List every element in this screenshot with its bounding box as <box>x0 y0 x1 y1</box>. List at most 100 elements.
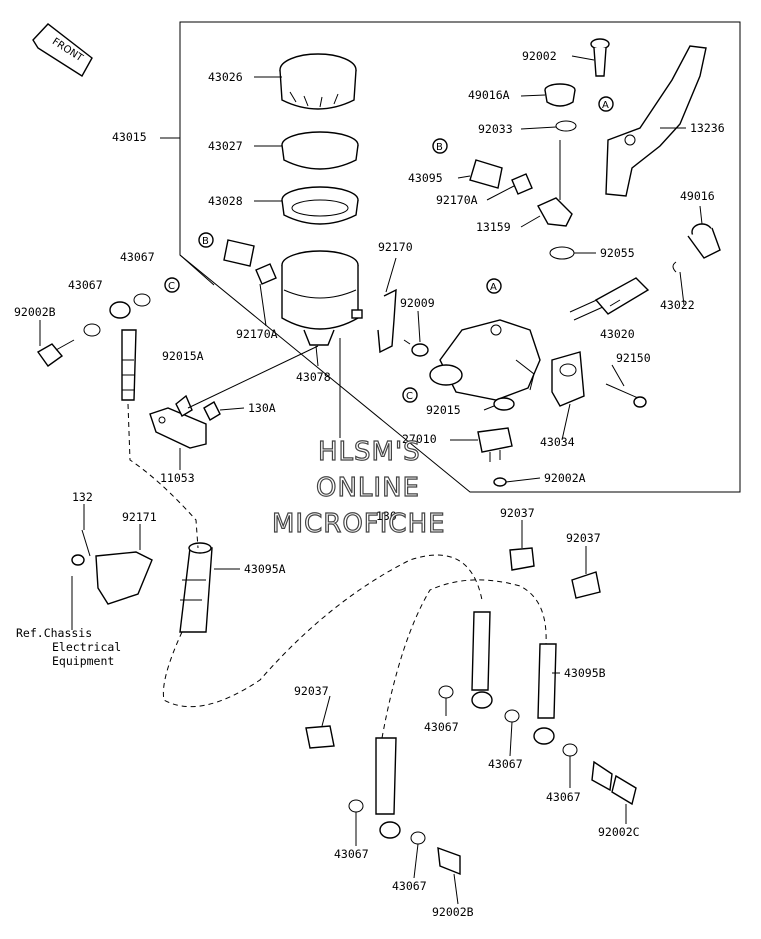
circle-a-upper: A <box>598 96 614 112</box>
mount-plate <box>149 394 221 449</box>
label-92002b-bottom: 92002B <box>432 905 474 919</box>
label-43034: 43034 <box>540 435 575 449</box>
piston-assembly <box>569 277 650 321</box>
label-43022: 43022 <box>660 298 695 312</box>
piston-cup <box>672 223 721 273</box>
hose-banjo-left <box>109 301 137 401</box>
svg-text:C: C <box>168 281 175 292</box>
label-43067-e: 43067 <box>546 790 581 804</box>
hose-route-left <box>127 403 199 549</box>
label-92002b-left: 92002B <box>14 305 56 319</box>
reference-note: Ref.Chassis Electrical Equipment <box>16 626 121 668</box>
clip-92037-c <box>305 725 335 749</box>
label-92009: 92009 <box>400 296 435 310</box>
ref-note-line-2: Electrical <box>52 640 121 654</box>
screw-92002 <box>590 38 610 77</box>
circle-c-left: C <box>164 277 180 293</box>
svg-text:C: C <box>406 391 413 402</box>
washer-43067-f <box>348 799 364 813</box>
hose-43095a <box>179 542 213 633</box>
svg-text:A: A <box>490 282 497 293</box>
assembly-boundary <box>179 21 741 493</box>
screw-92002a <box>493 477 507 487</box>
label-43078: 43078 <box>296 370 331 384</box>
label-130: 130 <box>376 509 397 523</box>
brake-switch <box>477 397 515 462</box>
label-92015: 92015 <box>426 403 461 417</box>
circle-b-upper: B <box>432 138 448 154</box>
hose-upper <box>469 159 533 195</box>
front-arrow-icon: FRONT <box>32 23 93 77</box>
handlebar-clamp <box>551 351 585 407</box>
brake-lever <box>605 45 707 197</box>
hose-lower <box>375 737 401 839</box>
part-labels: 92002 43026 49016A 92033 13236 43015 430… <box>14 49 725 919</box>
label-92171: 92171 <box>122 510 157 524</box>
watermark-line-2: ONLINE <box>316 473 420 503</box>
watermark: HLSM'S ONLINE MICROFICHE <box>271 436 446 539</box>
circle-c-mid: C <box>402 387 418 403</box>
hose-43095b <box>533 643 557 745</box>
circle-b-left: B <box>198 232 214 248</box>
watermark-line-1: HLSM'S <box>318 437 421 467</box>
label-43020: 43020 <box>600 327 635 341</box>
label-13236: 13236 <box>690 121 725 135</box>
svg-text:B: B <box>202 236 209 247</box>
leader-lines <box>39 55 703 905</box>
label-43095a: 43095A <box>244 562 286 576</box>
label-92037-c: 92037 <box>294 684 329 698</box>
label-43015: 43015 <box>112 130 147 144</box>
label-92002: 92002 <box>522 49 557 63</box>
label-92002c: 92002C <box>598 825 640 839</box>
hose-b-left <box>223 239 277 285</box>
label-92037-b: 92037 <box>566 531 601 545</box>
label-92150: 92150 <box>616 351 651 365</box>
circlip-92033 <box>555 120 577 132</box>
hose-mid <box>471 611 493 709</box>
label-132: 132 <box>72 490 93 504</box>
label-27010: 27010 <box>402 432 437 446</box>
svg-text:A: A <box>602 100 609 111</box>
label-43067-d: 43067 <box>488 757 523 771</box>
ref-note-line-1: Ref.Chassis <box>16 626 92 640</box>
label-43067-g: 43067 <box>392 879 427 893</box>
label-43067-a: 43067 <box>120 250 155 264</box>
label-13159: 13159 <box>476 220 511 234</box>
label-92170a-mid: 92170A <box>236 327 278 341</box>
bracket-92171 <box>71 529 153 605</box>
label-43067-f: 43067 <box>334 847 369 861</box>
washer-43067-e <box>562 743 578 757</box>
label-92170a-top: 92170A <box>436 193 478 207</box>
label-92015a: 92015A <box>162 349 204 363</box>
washer-left-2 <box>83 323 101 337</box>
label-92170: 92170 <box>378 240 413 254</box>
clamp-bolt <box>605 383 647 408</box>
label-130a: 130A <box>248 401 276 415</box>
ref-note-line-3: Equipment <box>52 654 114 668</box>
reservoir-body <box>281 250 363 346</box>
label-11053: 11053 <box>160 471 195 485</box>
label-43095: 43095 <box>408 171 443 185</box>
diaphragm-plate <box>281 131 359 170</box>
clip-92037-a <box>509 547 535 571</box>
banjo-bolt-left <box>36 339 75 367</box>
o-ring-92055 <box>549 246 575 260</box>
label-92002a: 92002A <box>544 471 586 485</box>
label-43026: 43026 <box>208 70 243 84</box>
label-92033: 92033 <box>478 122 513 136</box>
label-49016a: 49016A <box>468 88 510 102</box>
label-92055: 92055 <box>600 246 635 260</box>
banjo-bolt-92002b <box>437 846 461 876</box>
label-43067-b: 43067 <box>68 278 103 292</box>
clip-92037-b <box>571 571 601 599</box>
diaphragm <box>281 186 359 225</box>
svg-text:B: B <box>436 142 443 153</box>
label-43027: 43027 <box>208 139 243 153</box>
washer-43067-d <box>504 709 520 723</box>
label-43028: 43028 <box>208 194 243 208</box>
watermark-line-3: MICROFICHE <box>272 509 446 539</box>
label-49016: 49016 <box>680 189 715 203</box>
label-43067-c: 43067 <box>424 720 459 734</box>
screw-92009 <box>403 339 429 357</box>
